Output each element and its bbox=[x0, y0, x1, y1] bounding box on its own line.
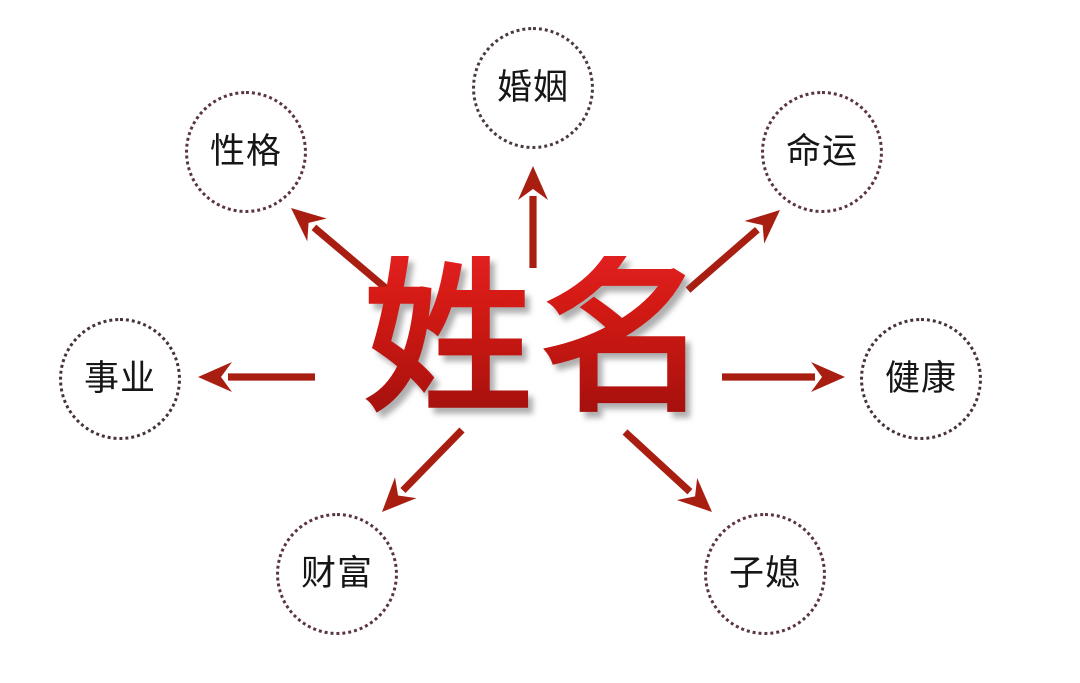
arrow-to-career bbox=[198, 362, 315, 392]
node-label-offspring: 子媳 bbox=[728, 553, 801, 593]
node-label-health: 健康 bbox=[884, 358, 957, 398]
node-label-destiny: 命运 bbox=[785, 131, 858, 171]
node-destiny[interactable]: 命运 bbox=[761, 91, 883, 213]
arrow-to-wealth bbox=[382, 427, 465, 512]
center-keyword: 姓名 bbox=[355, 245, 725, 435]
node-label-personality: 性格 bbox=[209, 131, 282, 171]
node-health[interactable]: 健康 bbox=[860, 318, 982, 440]
node-offspring[interactable]: 子媳 bbox=[704, 513, 826, 635]
node-label-wealth: 财富 bbox=[300, 553, 373, 593]
node-career[interactable]: 事业 bbox=[59, 318, 181, 440]
arrow-to-offspring bbox=[622, 429, 712, 512]
node-personality[interactable]: 性格 bbox=[185, 91, 307, 213]
node-wealth[interactable]: 财富 bbox=[276, 513, 398, 635]
center-keyword-label: 姓名 bbox=[364, 247, 716, 433]
node-label-career: 事业 bbox=[83, 358, 156, 398]
arrow-to-health bbox=[722, 362, 845, 392]
node-label-marriage: 婚姻 bbox=[496, 67, 569, 107]
node-marriage[interactable]: 婚姻 bbox=[472, 27, 594, 149]
